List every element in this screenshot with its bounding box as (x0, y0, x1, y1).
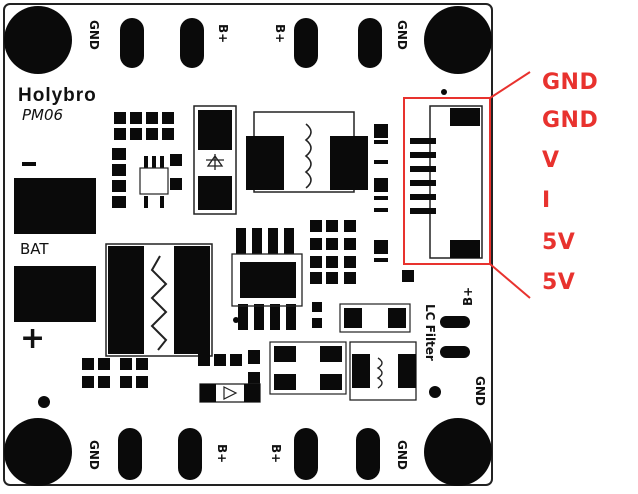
mount-hole-top-left (4, 6, 72, 74)
connector-pins (410, 138, 436, 214)
lc-inductor-pad-right (398, 354, 416, 388)
connector-anchor-top (450, 108, 480, 126)
lower-cap-outline (269, 341, 347, 395)
lc-inductor-coil (376, 357, 383, 389)
shunt-left (108, 246, 144, 354)
pin-label-5: 5V (542, 230, 576, 255)
mosfet-ic (236, 228, 296, 330)
bottom-pad-label-1: GND (87, 440, 101, 470)
mount-hole-bottom-right (424, 418, 492, 486)
mosfet-outline (231, 253, 303, 307)
right-pad-gnd (440, 346, 470, 358)
diode-pad-top (198, 110, 232, 150)
fiducial-dot (233, 317, 239, 323)
pin-label-2: GND (542, 108, 599, 133)
lc-cap-2 (388, 308, 406, 328)
transformer-pad-left (246, 136, 284, 190)
bat-label: BAT (20, 240, 49, 258)
bottom-diode-pad-left (200, 384, 216, 402)
bottom-pad-3 (294, 428, 318, 480)
top-pad-label-4: GND (395, 20, 409, 50)
connector-anchor-bottom (450, 240, 480, 258)
transformer-pad-right (330, 136, 368, 190)
brand-logo: Holybro (18, 85, 97, 106)
pin-label-1: GND (542, 70, 599, 95)
top-pad-label-3: B+ (273, 24, 287, 44)
battery-plus-pad (14, 266, 96, 322)
top-pad-label-2: B+ (216, 24, 230, 44)
inductor-coil (150, 255, 168, 351)
shunt-right (174, 246, 210, 354)
fiducial-dot (441, 89, 447, 95)
bottom-pad-1 (118, 428, 142, 480)
bottom-diode-symbol (223, 386, 238, 400)
cap-column (374, 124, 414, 282)
minus-sign (22, 162, 36, 166)
top-pad-4 (358, 18, 382, 68)
board-outline (3, 3, 493, 486)
diode-pad-bottom (198, 176, 232, 210)
battery-minus-pad (14, 178, 96, 234)
bottom-pad-label-2: B+ (215, 444, 229, 464)
bottom-pad-label-4: GND (395, 440, 409, 470)
fiducial-dot (429, 386, 441, 398)
top-pad-label-1: GND (87, 20, 101, 50)
transformer-coil (304, 123, 312, 189)
leader-line-bottom (489, 263, 531, 299)
ic-outline (139, 167, 169, 195)
pin-label-4: I (542, 188, 551, 213)
lc-cap-outline (339, 303, 411, 333)
right-pad-label-gnd: GND (473, 376, 487, 406)
plus-label: + (20, 321, 46, 356)
inductor-outline (105, 243, 213, 357)
diode-outline (193, 105, 237, 215)
pin-label-6: 5V (542, 270, 576, 295)
mount-hole-bottom-left (4, 418, 72, 486)
model-label: PM06 (22, 106, 64, 124)
top-pad-3 (294, 18, 318, 68)
leader-line-top (489, 71, 531, 99)
smd-lower-left (82, 358, 148, 388)
right-pad-bplus (440, 316, 470, 328)
bottom-diode-pad-right (244, 384, 260, 402)
smd-lower-middle (198, 346, 342, 390)
right-pad-label-bplus: B+ (461, 286, 475, 306)
top-pad-2 (180, 18, 204, 68)
connector-highlight-box (403, 97, 491, 265)
bottom-pad-4 (356, 428, 380, 480)
bottom-pad-2 (178, 428, 202, 480)
lc-inductor-pad-left (352, 354, 370, 388)
diode-symbol (206, 154, 224, 170)
lc-cap-1 (344, 308, 362, 328)
fiducial-dot (38, 396, 50, 408)
resistor-grid (310, 220, 356, 328)
lc-filter-label: LC Filter (423, 304, 437, 361)
bottom-pad-label-3: B+ (269, 444, 283, 464)
top-pad-1 (120, 18, 144, 68)
smd-cluster-topleft (112, 112, 182, 208)
mount-hole-top-right (424, 6, 492, 74)
pin-label-3: V (542, 148, 560, 173)
